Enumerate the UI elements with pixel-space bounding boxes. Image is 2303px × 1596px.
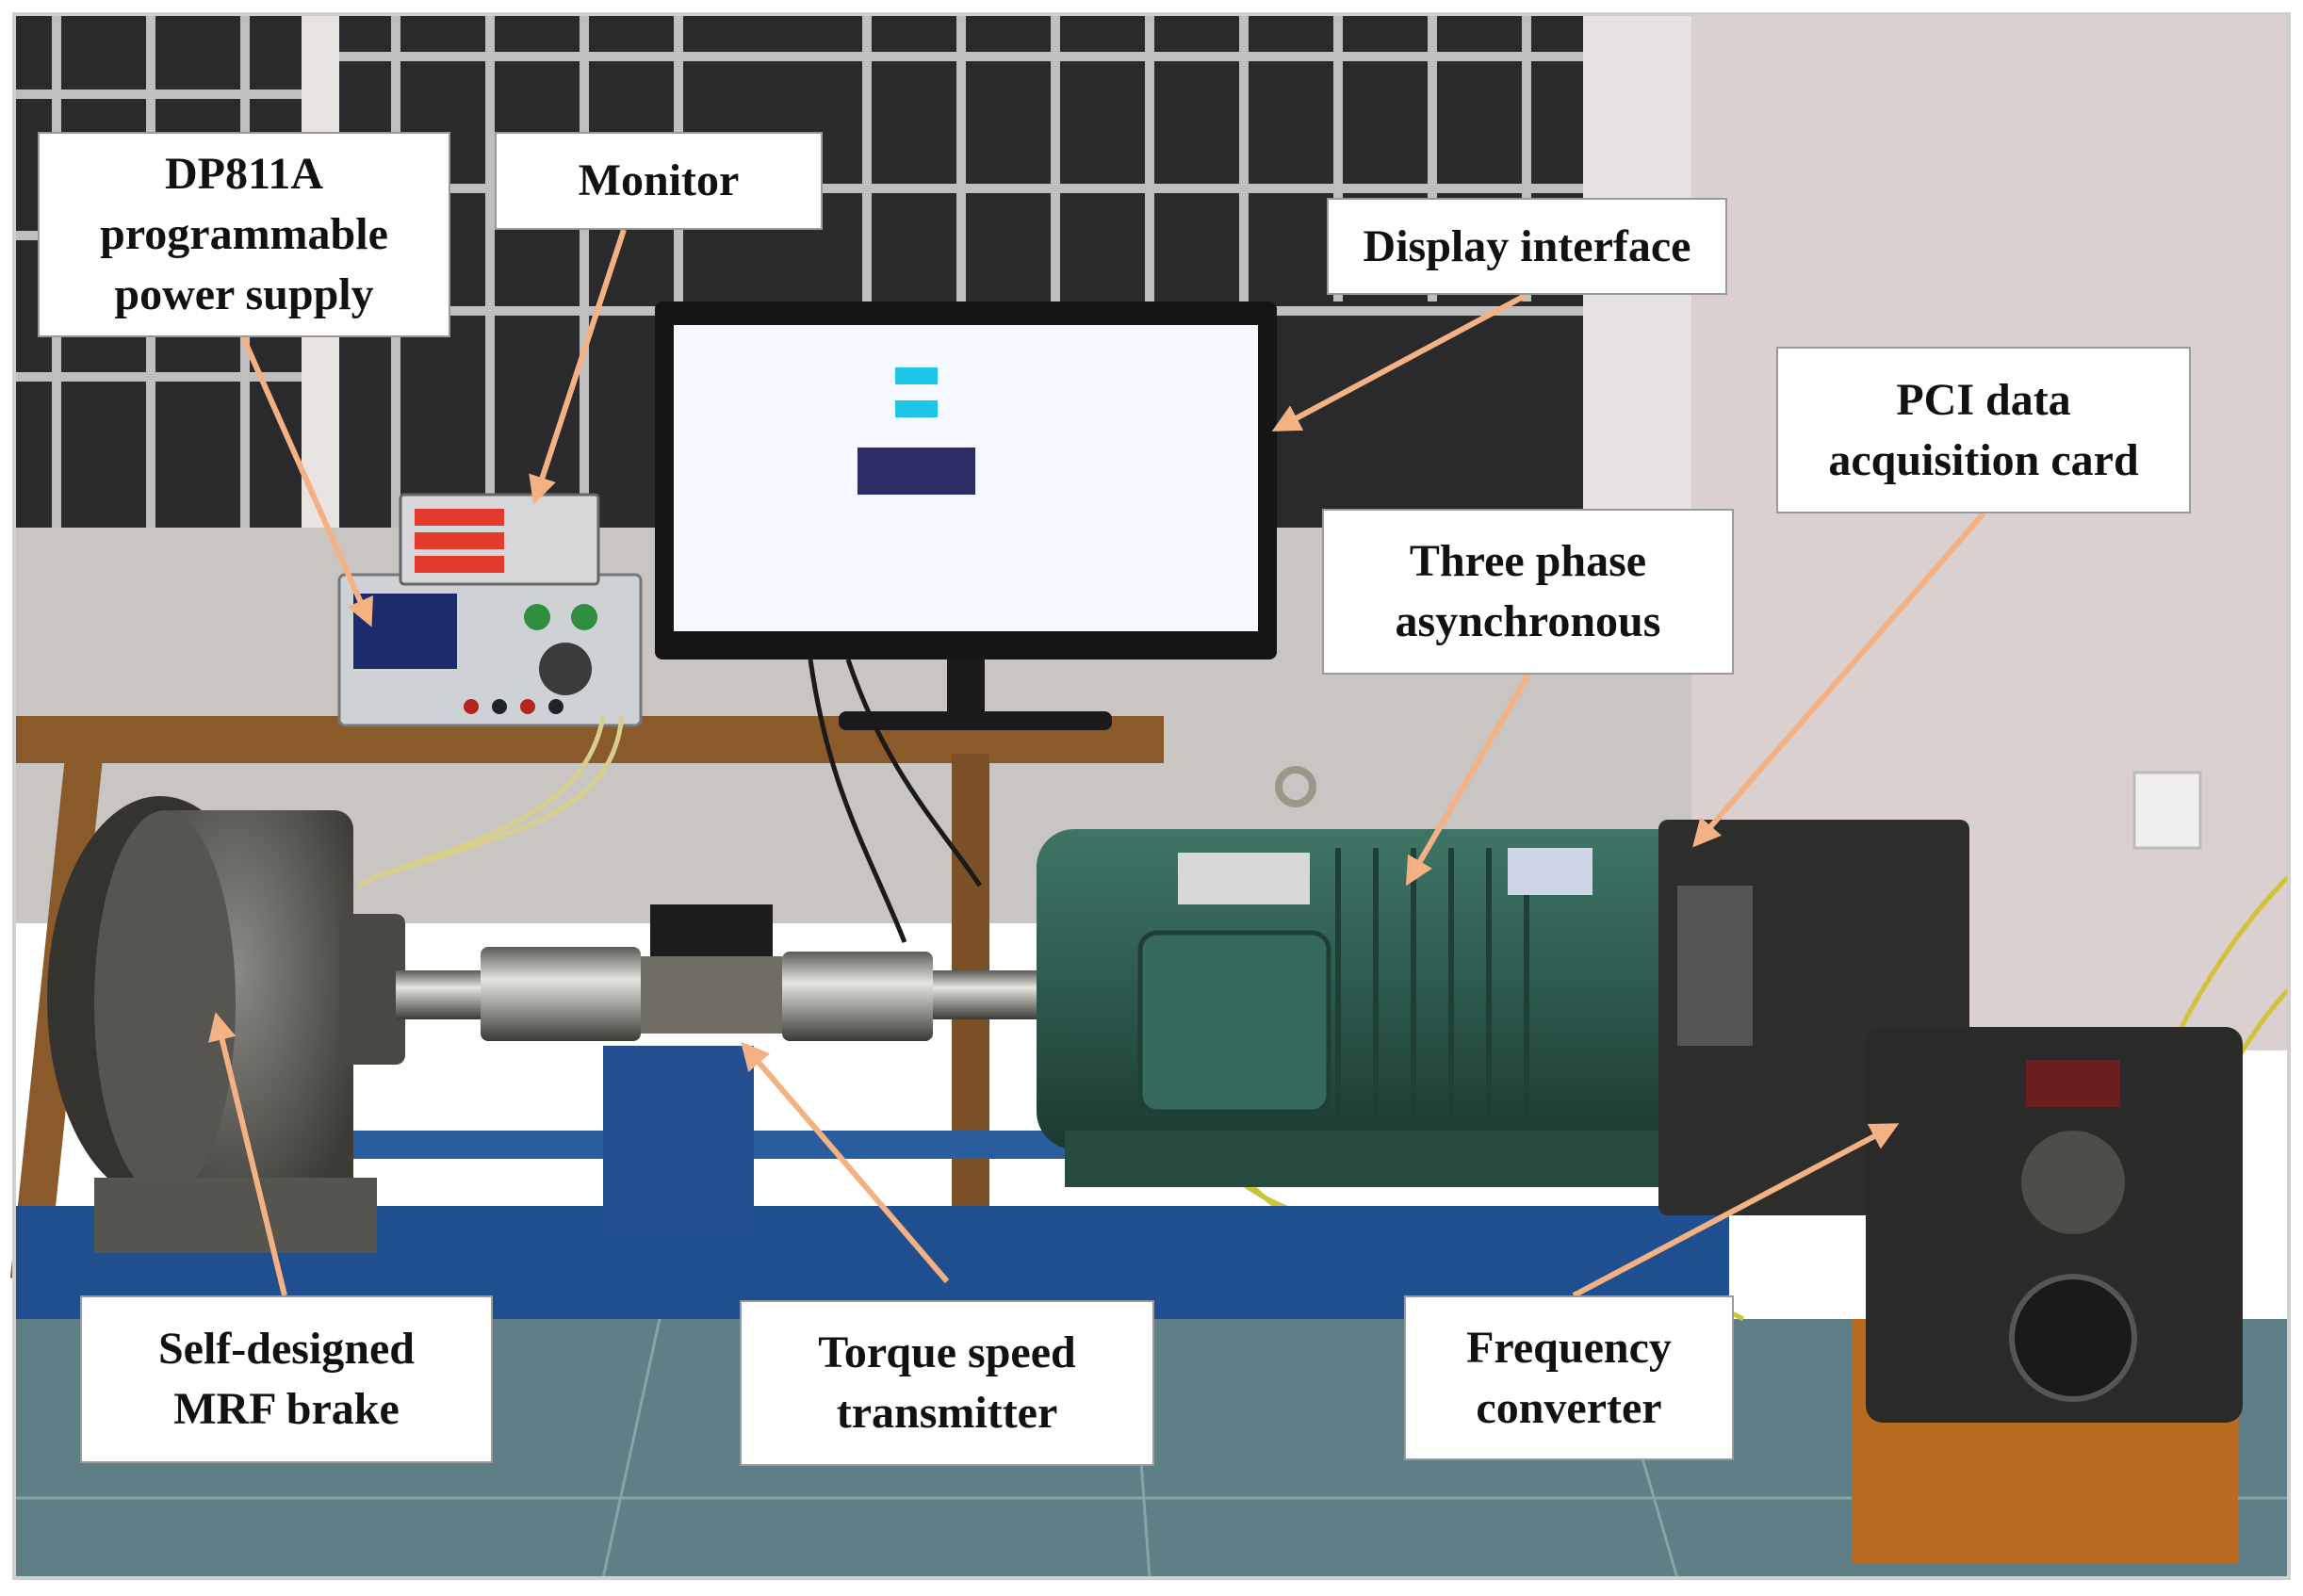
- arrow-power-supply: [240, 335, 373, 627]
- motor-terminal-box: [1137, 930, 1331, 1115]
- converter-display: [2026, 1060, 2120, 1107]
- label-frequency-converter: Frequency converter: [1404, 1295, 1734, 1460]
- arrow-motor: [1405, 673, 1531, 887]
- figure-border: [12, 12, 2291, 1580]
- arrow-converter: [1572, 1123, 1900, 1298]
- torque-sensor-body: [641, 956, 782, 1034]
- power-supply-knobs: [524, 604, 597, 695]
- coupling-left: [481, 947, 641, 1041]
- converter-knob-panel: [2021, 1131, 2125, 1234]
- mrf-brake-face: [94, 810, 236, 1197]
- monitor-led-readouts: [415, 509, 504, 573]
- screen-panel: [858, 448, 975, 495]
- monitor-base: [839, 711, 1112, 730]
- label-torque-speed-transmitter: Torque speed transmitter: [740, 1300, 1154, 1466]
- arrow-transmitter: [741, 1041, 950, 1283]
- motor-fins: [1335, 848, 1529, 1131]
- arrow-brake: [208, 1012, 287, 1296]
- converter-fan: [2009, 1274, 2137, 1402]
- arrow-monitor: [529, 229, 627, 505]
- arrow-pci: [1692, 512, 1986, 848]
- callout-arrows: [208, 229, 1986, 1298]
- label-pci-data-acquisition-card: PCI data acquisition card: [1776, 347, 2191, 513]
- three-phase-motor: [1037, 829, 1696, 1149]
- torque-sensor-head: [650, 904, 773, 956]
- screen-indicator-1: [895, 367, 938, 384]
- monitor-stand: [947, 660, 985, 716]
- motor-eyebolt: [1275, 766, 1316, 807]
- screen-indicator-2: [895, 400, 938, 417]
- label-display-interface: Display interface: [1327, 198, 1727, 295]
- brake-foot: [94, 1178, 377, 1253]
- arrow-display: [1271, 292, 1528, 432]
- brake-coupling: [339, 914, 405, 1065]
- motor-label: [1508, 848, 1592, 895]
- wall-outlet: [2132, 771, 2202, 850]
- motor-feet: [1065, 1131, 1668, 1187]
- shaft-support: [603, 1046, 754, 1234]
- pci-box-panel: [1677, 886, 1753, 1046]
- power-supply-terminals: [464, 699, 564, 714]
- power-supply-screen: [353, 594, 457, 669]
- coupling-right: [782, 952, 933, 1041]
- label-power-supply: DP811A programmable power supply: [38, 132, 450, 337]
- label-monitor: Monitor: [495, 132, 823, 230]
- label-three-phase-asynchronous: Three phase asynchronous: [1322, 509, 1734, 675]
- motor-nameplate: [1178, 853, 1310, 904]
- label-mrf-brake: Self-designed MRF brake: [80, 1295, 493, 1463]
